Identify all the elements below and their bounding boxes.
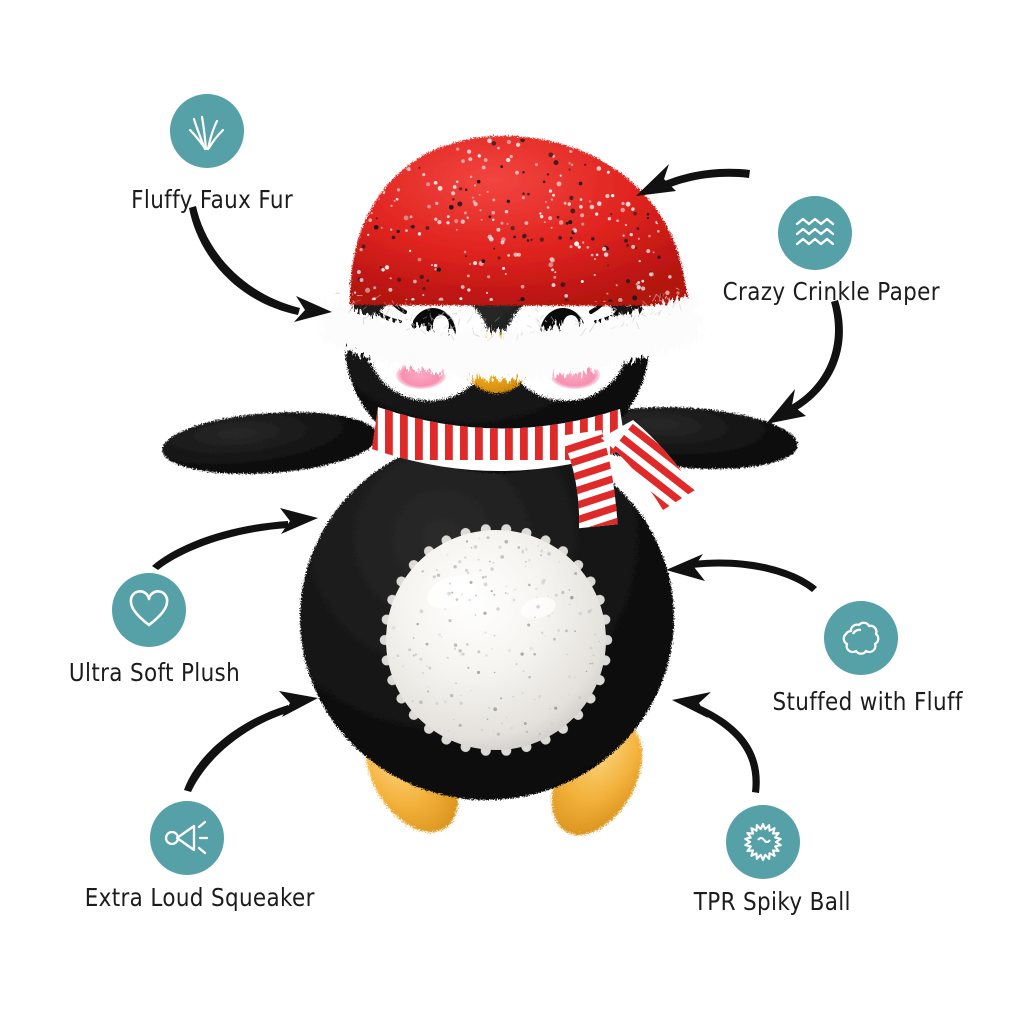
feature-label-extra-loud-squeaker: Extra Loud Squeaker [84, 883, 315, 912]
feature-label-tpr-spiky-ball: TPR Spiky Ball [694, 887, 852, 916]
crinkle-wave-icon [778, 196, 852, 270]
cloud-fluff-icon [824, 601, 898, 675]
hat-fur-trim [320, 294, 700, 380]
feature-label-crazy-crinkle-paper: Crazy Crinkle Paper [723, 277, 941, 306]
feature-label-stuffed-with-fluff: Stuffed with Fluff [772, 687, 963, 716]
horn-squeaker-icon [150, 801, 224, 875]
feature-label-ultra-soft-plush: Ultra Soft Plush [69, 658, 241, 687]
santa-hat [320, 136, 700, 380]
fur-icon [170, 94, 244, 168]
penguin-left-wing [162, 412, 378, 474]
spiky-ball-icon [726, 805, 800, 879]
heart-icon [112, 573, 186, 647]
tpr-spiky-ball [379, 524, 613, 756]
feature-label-fluffy-faux-fur: Fluffy Faux Fur [131, 185, 294, 214]
